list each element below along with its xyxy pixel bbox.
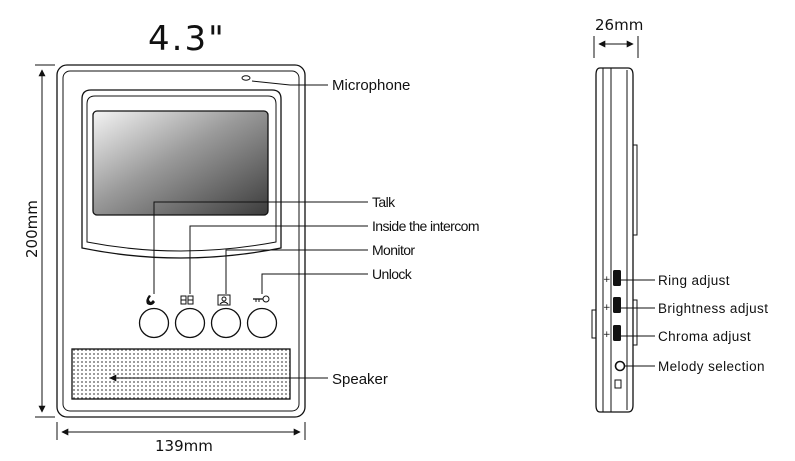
screen-bezel-inner	[86, 95, 277, 252]
chroma-adjust-mark: +	[603, 330, 611, 340]
side-back-panel-lower	[632, 299, 638, 346]
screen-size-label: 4.3"	[148, 19, 226, 59]
side-view: 26mm + + +	[591, 16, 643, 413]
side-back-panel	[632, 144, 638, 236]
side-bracket	[591, 309, 597, 339]
unlock-label: Unlock	[372, 266, 413, 282]
height-dimension: 200mm	[23, 64, 55, 418]
ring-adjust-label: Ring adjust	[658, 273, 730, 288]
handset-icon	[146, 295, 155, 306]
ring-adjust-mark: +	[603, 275, 611, 285]
monitor-icon	[217, 294, 231, 306]
chroma-adjust-knob	[613, 325, 621, 341]
inside-intercom-label: Inside the intercom	[372, 218, 479, 234]
brightness-adjust-label: Brightness adjust	[658, 301, 768, 316]
width-label: 139mm	[155, 437, 213, 455]
unlock-button	[246, 307, 278, 339]
side-housing	[595, 67, 634, 413]
melody-selection-label: Melody selection	[658, 359, 765, 374]
display-screen	[92, 110, 269, 216]
front-housing-inner	[62, 70, 300, 412]
brightness-adjust-knob	[613, 297, 621, 313]
talk-button	[138, 307, 170, 339]
intercom-icon	[180, 295, 194, 305]
screen-bezel	[81, 89, 282, 259]
inside-intercom-button	[174, 307, 206, 339]
speaker-grille	[71, 348, 291, 400]
key-icon	[253, 295, 270, 303]
side-jack	[614, 379, 622, 389]
microphone-hole	[241, 75, 251, 81]
side-leader-lines	[621, 279, 655, 367]
front-housing	[56, 64, 306, 418]
depth-label: 26mm	[595, 16, 643, 34]
melody-selection-knob	[614, 360, 626, 372]
ring-adjust-knob	[613, 270, 621, 286]
microphone-label: Microphone	[332, 77, 410, 94]
monitor-label: Monitor	[372, 242, 415, 258]
front-leader-lines	[109, 80, 368, 382]
speaker-label: Speaker	[332, 371, 388, 388]
front-view: 4.3"	[56, 19, 306, 418]
height-label: 200mm	[23, 200, 41, 258]
chroma-adjust-label: Chroma adjust	[658, 329, 751, 344]
width-dimension: 139mm	[56, 422, 306, 455]
brightness-adjust-mark: +	[603, 303, 611, 313]
monitor-button	[210, 307, 242, 339]
talk-label: Talk	[372, 194, 396, 210]
